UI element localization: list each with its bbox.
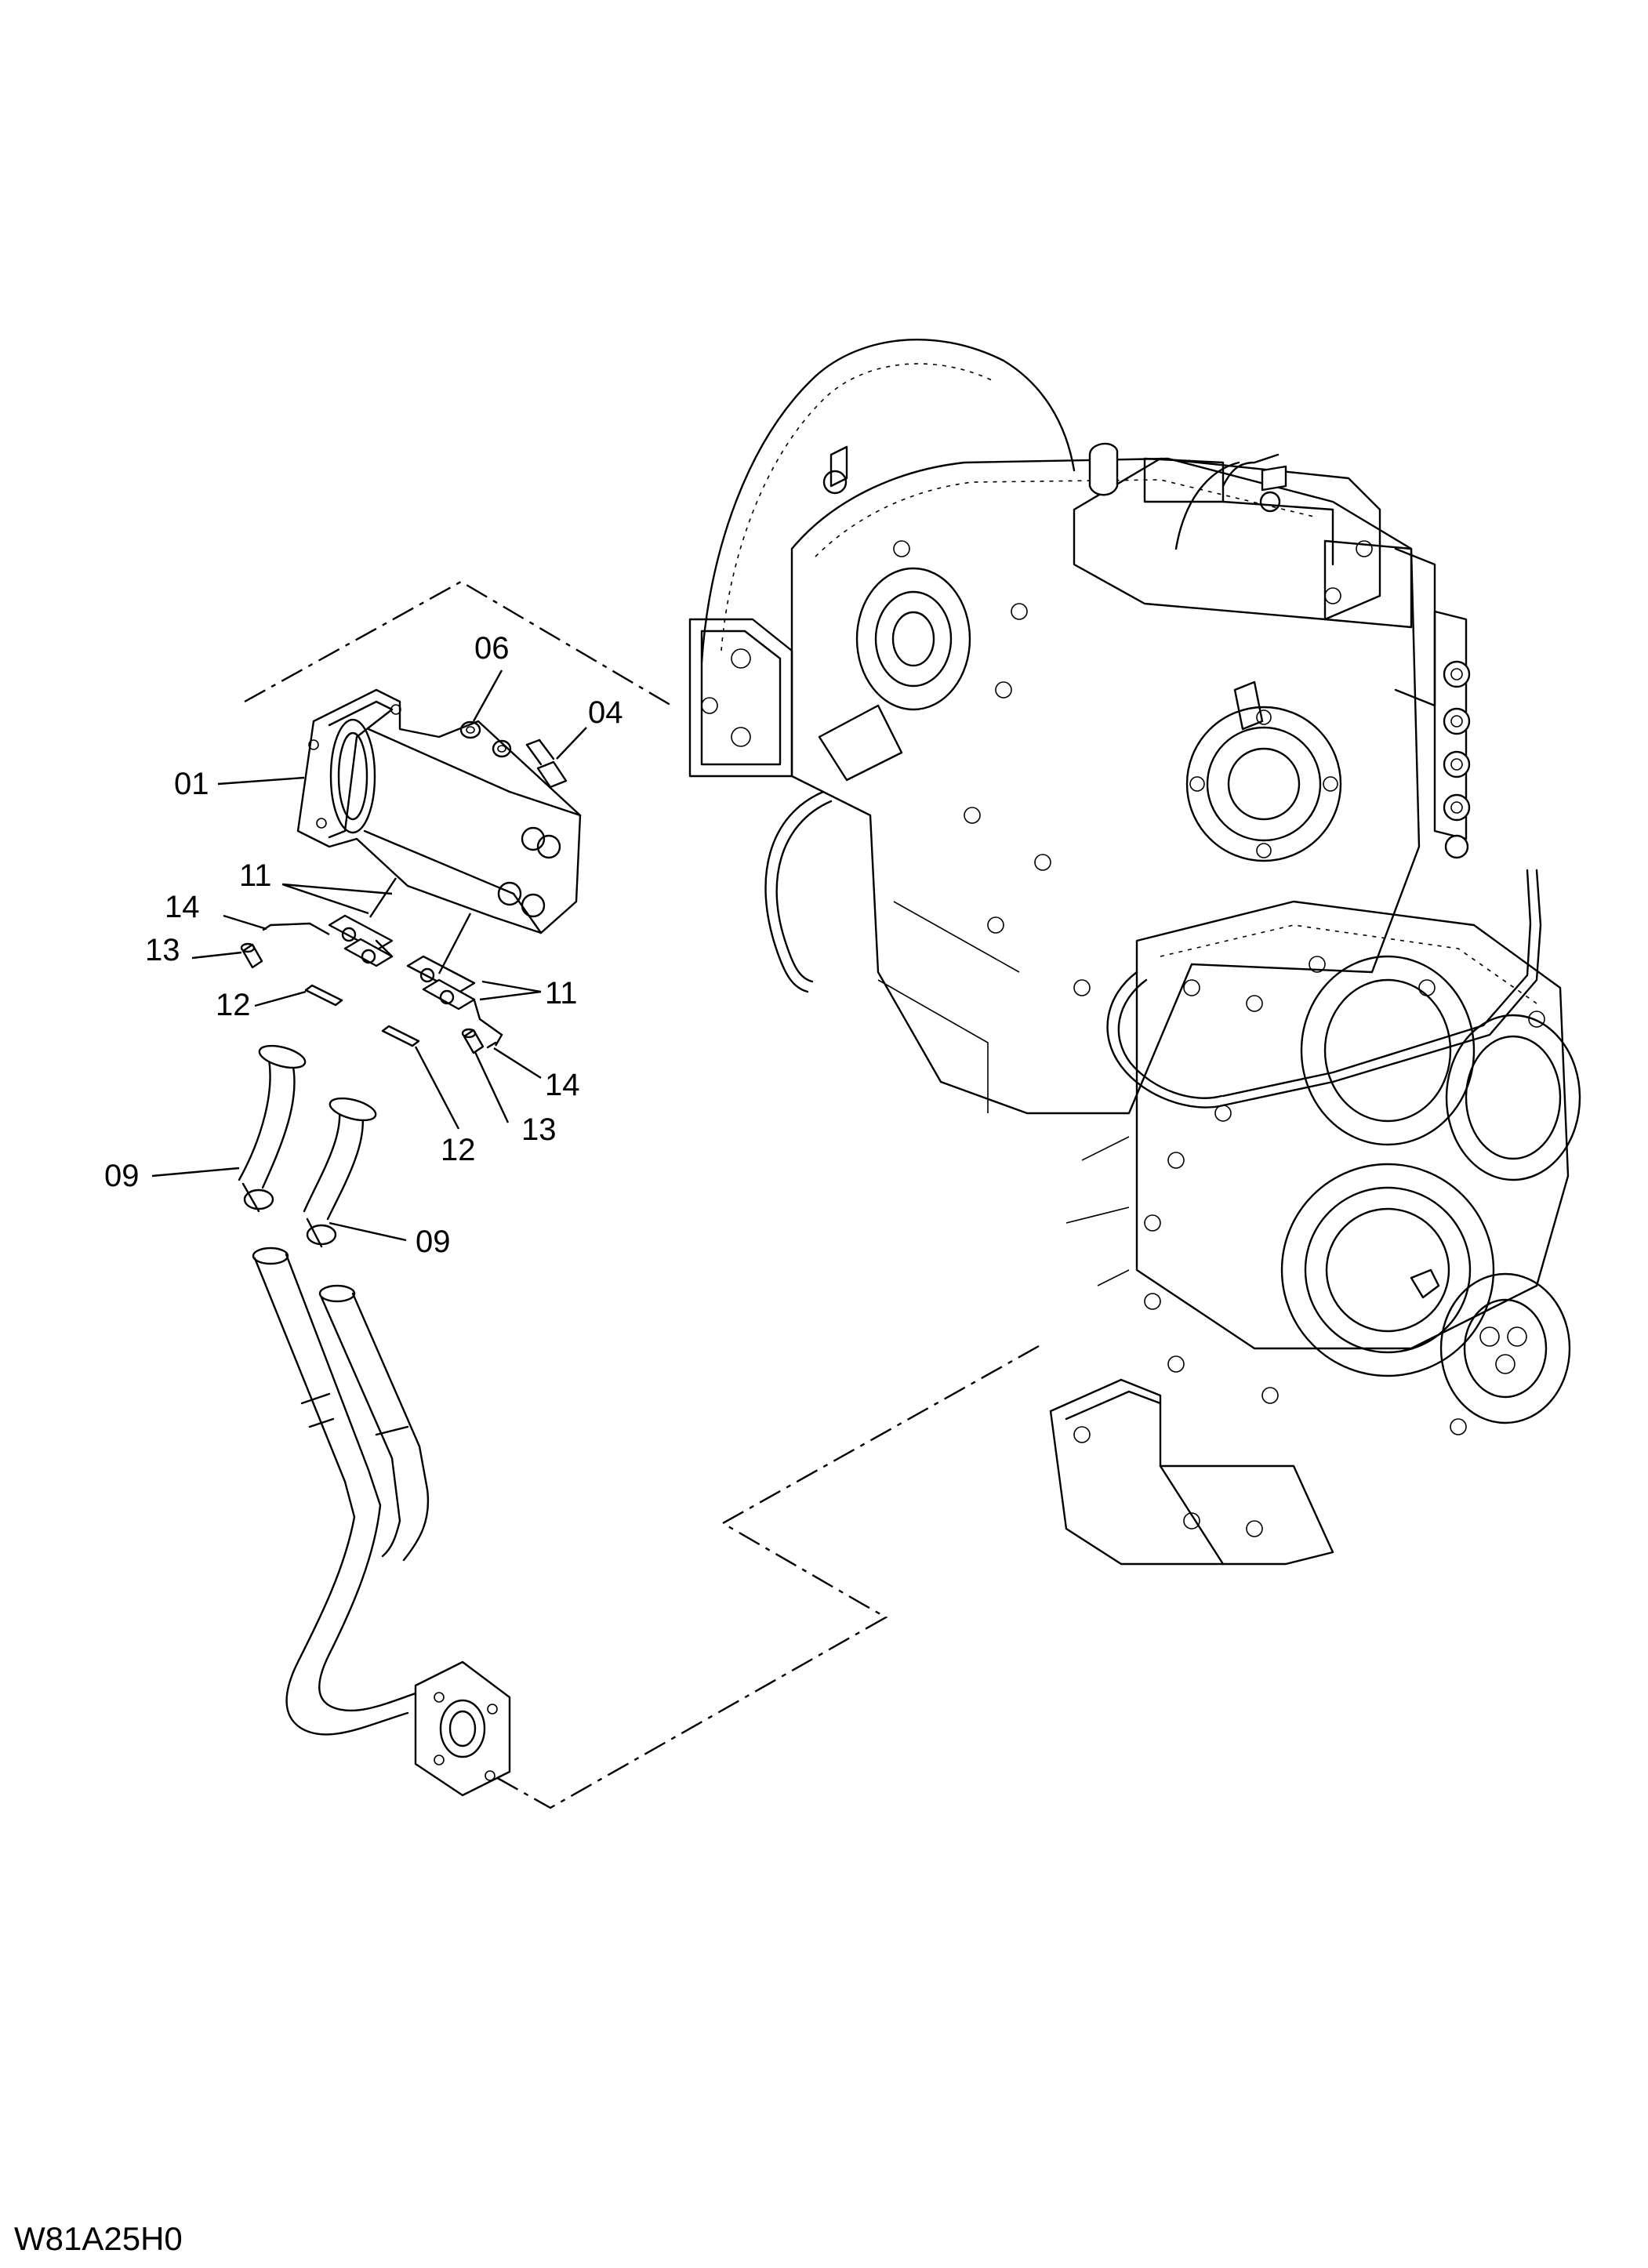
bolt-heads — [893, 540, 1545, 1537]
pin-part-12-left — [304, 984, 343, 1007]
gasket-part-11-left — [328, 914, 394, 967]
hose-part-09-right — [303, 1097, 377, 1248]
callout-09-left: 09 — [104, 1159, 140, 1193]
bolt-part-04 — [525, 738, 568, 789]
callout-11-right: 11 — [545, 976, 578, 1011]
callout-14-left: 14 — [165, 890, 200, 924]
input-hub — [818, 567, 971, 782]
hydraulic-lines — [764, 453, 1542, 1109]
callout-01: 01 — [174, 767, 209, 801]
solenoid-stack — [1433, 610, 1471, 859]
callout-12-right: 12 — [441, 1133, 476, 1167]
hose-part-09-left — [238, 1044, 307, 1213]
seal-part-14-right — [486, 1041, 497, 1049]
callout-06: 06 — [474, 631, 510, 666]
screw-part-13-right — [461, 1028, 485, 1054]
drawing-code: W81A25H0 — [14, 2220, 183, 2257]
oil-cooler-body — [296, 688, 582, 934]
assembly-center-lines — [244, 580, 1040, 1809]
callout-12-left: 12 — [216, 988, 251, 1022]
screw-part-13-left — [240, 942, 263, 969]
output-flange — [1439, 1272, 1571, 1424]
callout-13-right: 13 — [521, 1112, 557, 1147]
leader-lines — [151, 670, 587, 1242]
lower-drive-cover — [1280, 1163, 1495, 1377]
callout-11-left: 11 — [239, 858, 272, 893]
callout-04: 04 — [588, 695, 623, 730]
washer-part-06 — [459, 720, 512, 758]
casing-ribs — [877, 901, 1130, 1286]
pin-part-12-right — [381, 1025, 420, 1047]
gasket-part-11-right — [406, 955, 476, 1011]
callout-13-left: 13 — [145, 933, 180, 967]
pipe-assembly — [252, 1246, 511, 1797]
transmission-assembly — [688, 338, 1581, 1566]
fittings — [822, 442, 1287, 513]
callout-14-right: 14 — [545, 1068, 580, 1102]
callout-labels: 01 06 04 11 14 13 11 12 14 13 12 09 09 — [104, 631, 623, 1259]
pump-port-flange — [1185, 680, 1342, 862]
output-cover — [1300, 955, 1581, 1181]
callout-09-right: 09 — [416, 1225, 451, 1259]
